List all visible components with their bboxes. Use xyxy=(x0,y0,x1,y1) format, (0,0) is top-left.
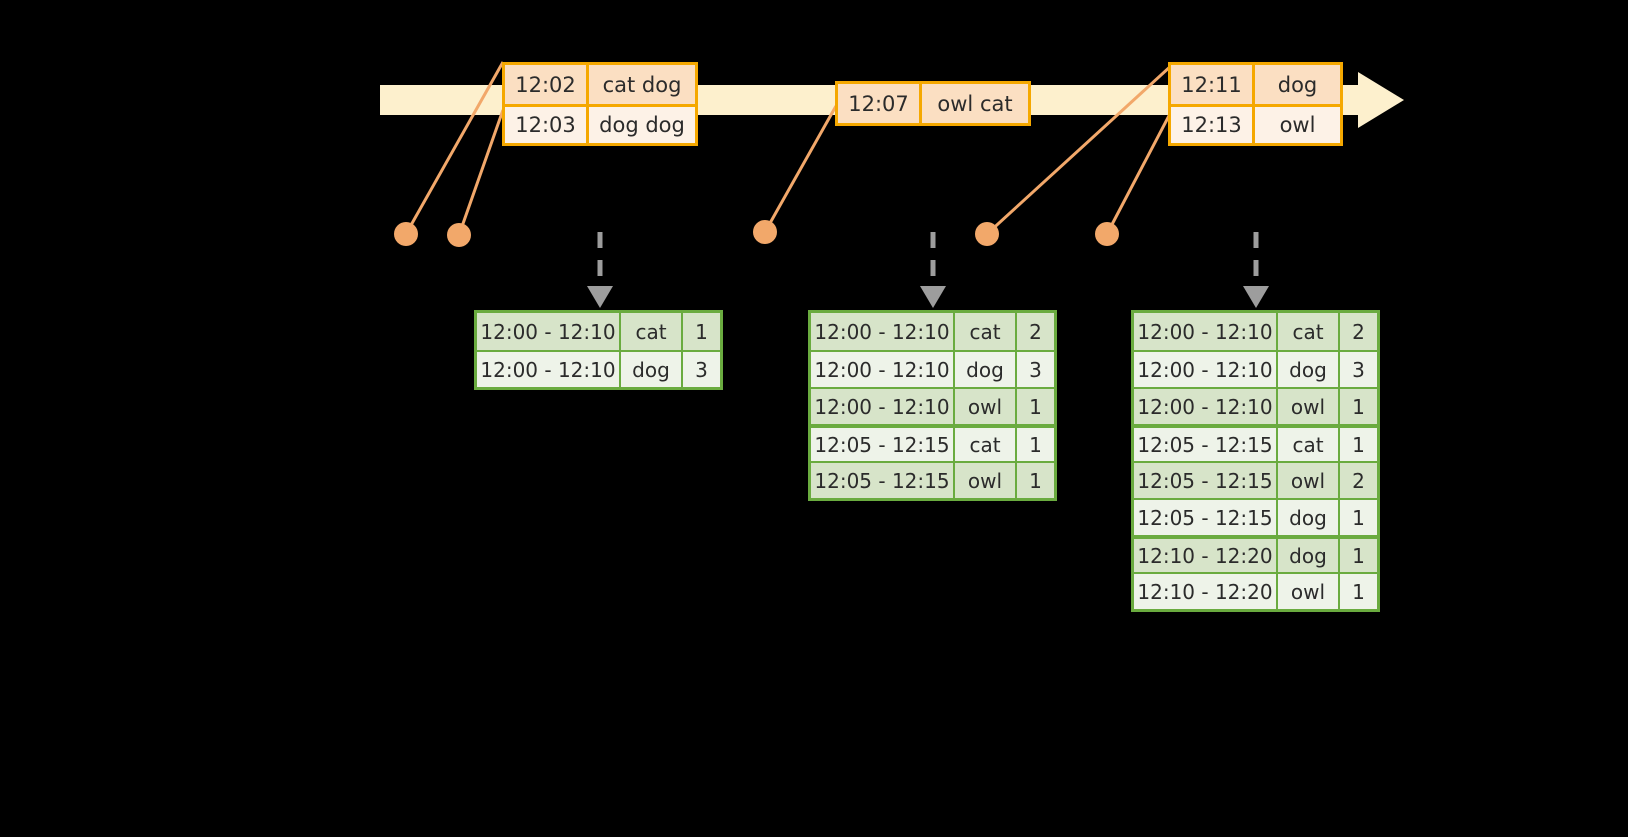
count-cell: 1 xyxy=(1017,389,1054,424)
event-timestamp: 12:13 xyxy=(1171,107,1255,143)
key-cell: dog xyxy=(955,352,1017,387)
key-cell: dog xyxy=(1278,539,1340,572)
event-markers xyxy=(394,220,1119,247)
window-cell: 12:00 - 12:10 xyxy=(477,352,621,387)
key-cell: dog xyxy=(1278,352,1340,387)
window-cell: 12:05 - 12:15 xyxy=(811,428,955,461)
flow-arrows xyxy=(587,232,1269,308)
key-cell: cat xyxy=(1278,428,1340,461)
event-payload: owl xyxy=(1255,107,1340,143)
connector-3 xyxy=(763,105,838,233)
window-cell: 12:00 - 12:10 xyxy=(811,389,955,424)
event-marker-5 xyxy=(1095,222,1119,246)
flow-arrow-3-head-icon xyxy=(1243,286,1269,308)
count-cell: 1 xyxy=(1340,389,1377,424)
count-cell: 1 xyxy=(683,313,720,350)
count-cell: 3 xyxy=(683,352,720,387)
count-cell: 2 xyxy=(1017,313,1054,350)
count-cell: 1 xyxy=(1017,428,1054,461)
key-cell: dog xyxy=(1278,500,1340,535)
flow-arrow-1-head-icon xyxy=(587,286,613,308)
count-cell: 1 xyxy=(1340,428,1377,461)
event-timestamp: 12:07 xyxy=(838,84,922,123)
window-cell: 12:10 - 12:20 xyxy=(1134,539,1278,572)
count-cell: 3 xyxy=(1017,352,1054,387)
event-payload: owl cat xyxy=(922,84,1028,123)
key-cell: cat xyxy=(955,428,1017,461)
event-marker-4 xyxy=(975,222,999,246)
count-cell: 1 xyxy=(1340,500,1377,535)
window-cell: 12:10 - 12:20 xyxy=(1134,574,1278,609)
count-cell: 1 xyxy=(1340,574,1377,609)
flow-arrow-2-head-icon xyxy=(920,286,946,308)
event-timestamp: 12:02 xyxy=(505,65,589,104)
window-cell: 12:00 - 12:10 xyxy=(811,313,955,350)
key-cell: owl xyxy=(1278,389,1340,424)
event-payload: dog dog xyxy=(589,107,695,143)
event-marker-1 xyxy=(394,222,418,246)
key-cell: dog xyxy=(621,352,683,387)
connector-2 xyxy=(457,109,505,236)
window-cell: 12:00 - 12:10 xyxy=(811,352,955,387)
key-cell: owl xyxy=(955,389,1017,424)
connector-5 xyxy=(1105,109,1174,235)
count-cell: 2 xyxy=(1340,463,1377,498)
count-cell: 2 xyxy=(1340,313,1377,350)
key-cell: cat xyxy=(621,313,683,350)
event-marker-2 xyxy=(447,223,471,247)
event-timestamp: 12:11 xyxy=(1171,65,1255,104)
key-cell: owl xyxy=(1278,574,1340,609)
window-cell: 12:05 - 12:15 xyxy=(1134,463,1278,498)
event-marker-3 xyxy=(753,220,777,244)
window-cell: 12:05 - 12:15 xyxy=(811,463,955,498)
timeline-arrowhead-icon xyxy=(1358,72,1404,128)
key-cell: owl xyxy=(1278,463,1340,498)
event-payload: cat dog xyxy=(589,65,695,104)
count-cell: 1 xyxy=(1340,539,1377,572)
window-cell: 12:00 - 12:10 xyxy=(1134,313,1278,350)
window-cell: 12:00 - 12:10 xyxy=(1134,352,1278,387)
key-cell: owl xyxy=(955,463,1017,498)
key-cell: cat xyxy=(1278,313,1340,350)
event-timestamp: 12:03 xyxy=(505,107,589,143)
count-cell: 3 xyxy=(1340,352,1377,387)
key-cell: cat xyxy=(955,313,1017,350)
event-payload: dog xyxy=(1255,65,1340,104)
window-cell: 12:05 - 12:15 xyxy=(1134,500,1278,535)
count-cell: 1 xyxy=(1017,463,1054,498)
window-cell: 12:05 - 12:15 xyxy=(1134,428,1278,461)
window-cell: 12:00 - 12:10 xyxy=(1134,389,1278,424)
window-cell: 12:00 - 12:10 xyxy=(477,313,621,350)
